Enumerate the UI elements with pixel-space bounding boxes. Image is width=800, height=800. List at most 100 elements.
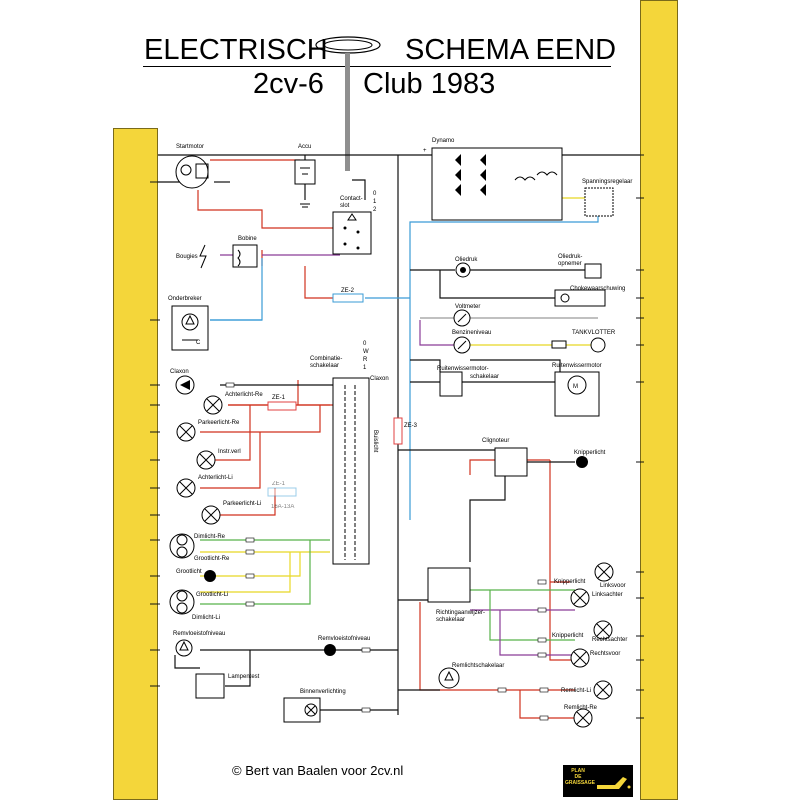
grootlicht-indicator-icon — [204, 570, 216, 582]
label-remlicht-re: Remlicht-Re — [564, 705, 598, 711]
label-bobine: Bobine — [238, 236, 257, 242]
label-ruitenwissermotor: Ruitenwissermotor — [552, 363, 602, 369]
tankvlotter-icon — [590, 337, 606, 353]
label-grootlicht-re: Grootlicht-Re — [194, 556, 230, 562]
label-startmotor: Startmotor — [176, 144, 204, 150]
label-knipperlicht-top: Knipperlicht — [574, 450, 606, 456]
label-parkeerlicht-re: Parkeerlicht-Re — [198, 420, 240, 426]
title-club-1983: Club 1983 — [363, 68, 496, 100]
startmotor-icon — [175, 155, 209, 189]
fuse-ze2 — [332, 293, 364, 303]
lamp-achterlicht-li-icon — [176, 478, 196, 498]
copyright-notice: © Bert van Baalen voor 2cv.nl — [232, 763, 404, 778]
label-dynamo: Dynamo — [432, 138, 455, 144]
lampentest-box — [195, 673, 225, 699]
title-underline — [143, 66, 611, 67]
label-fuse-ze1b: ZE-1 — [272, 481, 286, 487]
plan-de-graissage-logo: PLAN DE GRAISSAGE — [563, 765, 633, 797]
label-ruitenwisser-schakelaar-b: schakelaar — [470, 374, 499, 380]
benzine-needle-icon — [457, 340, 467, 350]
chokewaarschuwing-box — [554, 289, 606, 307]
dynamo-icon — [431, 147, 563, 221]
label-motor-m: M — [573, 384, 578, 390]
lamp-linksvoor-icon — [594, 562, 614, 582]
logo-text: PLAN DE GRAISSAGE — [565, 768, 595, 786]
label-spanningsregelaar: Spanningsregelaar — [582, 179, 632, 185]
label-richtingaanwijzer-b: schakelaar — [436, 617, 465, 623]
ruitenwisser-schakelaar-box — [439, 371, 463, 397]
logo-line-2: DE — [574, 774, 582, 780]
label-comb-w: W — [363, 349, 369, 355]
label-linksvoor: Linksvoor — [600, 583, 626, 589]
label-chokewaarschuwing: Chokewaarschuwing — [570, 286, 625, 292]
accu-icon — [294, 159, 316, 208]
logo-line-1: PLAN — [571, 768, 585, 774]
label-accu: Accu — [298, 144, 311, 150]
label-grootlicht: Grootlicht — [176, 569, 202, 575]
label-claxon-switch: Claxon — [370, 376, 389, 382]
label-linksachter: Linksachter — [592, 592, 623, 598]
label-oliedrukopnemer-a: Oliedruk- — [558, 254, 582, 260]
lamp-remlicht-li-icon — [593, 680, 613, 700]
label-fuse-rating: 16A-13A — [271, 504, 294, 510]
claxon-icon — [175, 375, 195, 395]
label-oliedruk: Oliedruk — [455, 257, 478, 263]
lamp-rechtsvoor-icon — [570, 648, 590, 668]
label-onderbreker-c: C — [196, 340, 201, 346]
label-ruitenwisser-schakelaar-a: Ruitenwissermotor- — [437, 366, 489, 372]
label-combinatieschakelaar-b: schakelaar — [310, 363, 339, 369]
label-contact-2: 2 — [373, 207, 377, 213]
ignition-key-icon — [315, 36, 381, 171]
oliedruk-lamp-icon — [455, 262, 471, 278]
label-combinatieschakelaar-a: Combinatie- — [310, 356, 342, 362]
label-richtingaanwijzer-a: Richtingaanwijzer- — [436, 610, 485, 616]
label-contact-0: 0 — [373, 191, 377, 197]
oliedrukopnemer-icon — [584, 263, 602, 279]
oil-can-icon — [597, 777, 631, 789]
label-comb-r: R — [363, 357, 368, 363]
spanningsregelaar-box — [584, 187, 614, 217]
label-buislicht: Buislicht — [372, 430, 378, 453]
wiper-motor-icon — [567, 375, 587, 395]
label-comb-1: 1 — [363, 365, 367, 371]
onderbreker-icon — [171, 305, 209, 351]
label-oliedrukopnemer-b: opnemer — [558, 261, 582, 267]
voltmeter-needle-icon — [457, 313, 467, 323]
label-knipperlicht-b: Knipperlicht — [552, 633, 584, 639]
label-knipperlicht-a: Knipperlicht — [554, 579, 586, 585]
contactslot-icon — [332, 211, 372, 255]
label-grootlicht-li: Grootlicht-Li — [196, 592, 228, 598]
label-achterlicht-li: Achterlicht-Li — [198, 475, 233, 481]
label-contact-1: 1 — [373, 199, 377, 205]
connectors — [225, 382, 549, 721]
clignoteur-box — [494, 447, 528, 477]
label-rechtsvoor: Rechtsvoor — [590, 651, 620, 657]
label-achterlicht-re: Achterlicht-Re — [225, 392, 263, 398]
tank-resistor-icon — [551, 340, 567, 349]
label-dimlicht-li: Dimlicht-Li — [192, 615, 220, 621]
label-tankvlotter: TANKVLOTTER — [572, 330, 616, 336]
label-remlicht-li: Remlicht-Li — [561, 688, 591, 694]
lamp-parkeerlicht-li-icon — [201, 505, 221, 525]
label-remvloeistofniveau-mid: Remvloeistofniveau — [318, 636, 370, 642]
lamp-instr-verl-icon — [196, 450, 216, 470]
title-electrisch: ELECTRISCH — [144, 34, 328, 66]
label-clignoteur: Clignoteur — [482, 438, 509, 444]
label-contactslot-a: Contact- — [340, 196, 363, 202]
label-rechtsachter: Rechtsachter — [592, 637, 627, 643]
lamp-achterlicht-re-icon — [203, 395, 223, 415]
lamp-remlicht-re-icon — [573, 708, 593, 728]
title-2cv6: 2cv-6 — [253, 68, 324, 100]
label-bougies: Bougies — [176, 254, 198, 260]
knipperlicht-indicator-icon — [576, 456, 588, 468]
label-plus: + — [423, 148, 427, 154]
label-binnenverlichting: Binnenverlichting — [300, 689, 346, 695]
label-fuse-ze2: ZE-2 — [341, 288, 355, 294]
binnenverlichting-lamp-icon — [304, 703, 318, 717]
fuse-ze3 — [393, 417, 403, 445]
ground-stubs — [150, 154, 644, 719]
lamp-linksachter-icon — [570, 588, 590, 608]
label-benzineniveau: Benzineniveau — [452, 330, 491, 336]
bobine-icon — [232, 244, 258, 268]
